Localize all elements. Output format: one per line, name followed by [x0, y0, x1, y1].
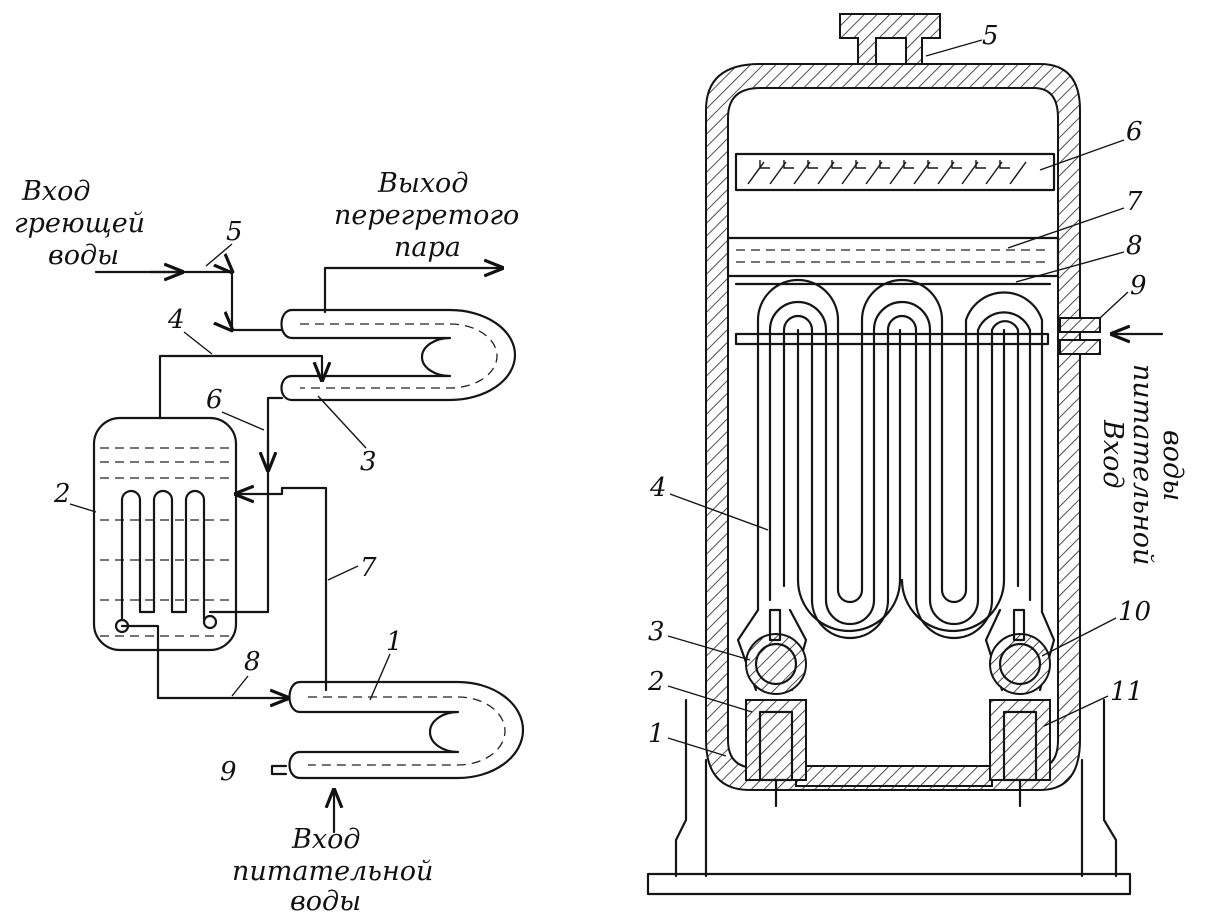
- callout-2: 2: [53, 479, 71, 509]
- steam-separator: [734, 152, 1056, 192]
- heating-water-inlet-label-line1: Вход: [21, 176, 90, 207]
- r-callout-6: 6: [1126, 117, 1143, 147]
- heating-water-line: [94, 272, 284, 330]
- r-callout-9: 9: [1130, 271, 1147, 301]
- right-collector: [984, 608, 1056, 808]
- r-callout-10: 10: [1118, 597, 1151, 627]
- heating-water-inlet-label-line2: греющей: [14, 208, 145, 239]
- tube-support-plate: [734, 332, 1050, 346]
- line-8: [120, 624, 288, 698]
- callout-6: 6: [206, 385, 223, 415]
- r-callout-4: 4: [649, 473, 667, 503]
- vessel-supports: [646, 698, 1132, 896]
- feed-water-label-line1: Вход: [291, 824, 360, 855]
- left-schematic: Вход греющей воды Выход перегретого пара: [14, 168, 525, 917]
- r-callout-1: 1: [648, 719, 665, 749]
- steam-outlet-label-line2: перегретого: [334, 200, 519, 231]
- r-callout-7: 7: [1126, 187, 1143, 217]
- callout-9: 9: [220, 757, 237, 787]
- right-feed-water-line2: питательной: [1127, 364, 1158, 565]
- line-7: [236, 488, 328, 692]
- left-collector: [736, 608, 808, 808]
- feed-water-label-line3: воды: [290, 886, 361, 917]
- callout-1: 1: [386, 627, 403, 657]
- line-6: [208, 396, 284, 614]
- right-feed-water-line1: Вход: [1097, 419, 1128, 488]
- callout-5: 5: [226, 217, 243, 247]
- washing-layer: [726, 236, 1060, 286]
- r-callout-11: 11: [1110, 677, 1143, 707]
- steam-line-4: [158, 354, 322, 420]
- steam-outlet-label-line3: пара: [394, 232, 461, 263]
- superheater-u-tube: [280, 308, 517, 402]
- right-sectional-view: Вход питательной воды 5 6 7 8 9 4 3 10 2…: [646, 13, 1188, 896]
- heating-water-inlet-label-line3: воды: [48, 240, 119, 271]
- right-feed-water-line3: воды: [1157, 430, 1188, 501]
- feed-water-vertical-label: Вход питательной воды: [1097, 364, 1188, 565]
- steam-outlet-label-line1: Выход: [377, 168, 468, 199]
- economizer-u-tube: [270, 680, 525, 780]
- r-callout-3: 3: [648, 617, 665, 647]
- callout-7: 7: [360, 553, 377, 583]
- callout-4: 4: [167, 305, 185, 335]
- callout-3: 3: [360, 447, 377, 477]
- r-callout-5: 5: [982, 21, 999, 51]
- feed-water-label-line2: питательной: [232, 856, 433, 887]
- steam-outlet-line: [323, 268, 502, 314]
- feed-water-nozzle: [1059, 317, 1101, 333]
- r-callout-8: 8: [1126, 231, 1143, 261]
- evaporator-drum: [92, 416, 238, 652]
- r-callout-2: 2: [647, 667, 665, 697]
- tube-bundle: [756, 278, 1044, 640]
- callout-8: 8: [244, 647, 261, 677]
